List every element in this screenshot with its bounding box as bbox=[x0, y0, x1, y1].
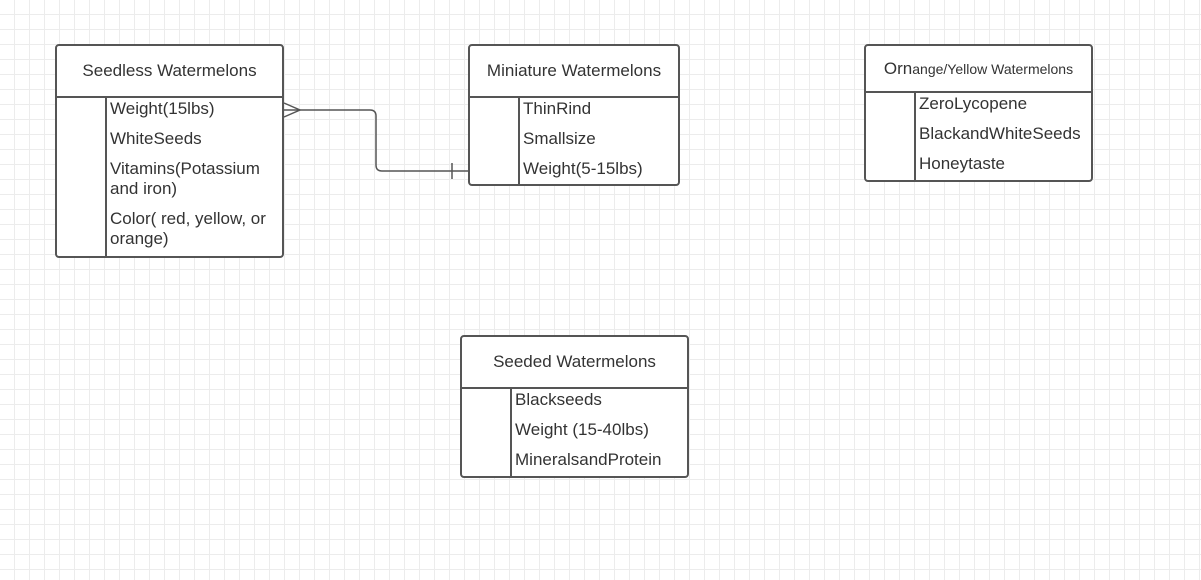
key-column bbox=[57, 98, 107, 256]
entity-title-text-large: Orn bbox=[883, 58, 913, 78]
entity-miniature-watermelons[interactable]: Miniature Watermelons ThinRind Smallsize… bbox=[468, 44, 680, 186]
crows-foot-many-icon bbox=[283, 102, 302, 118]
entity-title-text: Miniature Watermelons bbox=[486, 61, 662, 80]
entity-title: Seeded Watermelons bbox=[462, 337, 687, 389]
attribute: Weight (15-40lbs) bbox=[515, 420, 649, 439]
attribute: MineralsandProtein bbox=[515, 450, 662, 469]
key-column bbox=[462, 389, 512, 476]
attribute: WhiteSeeds bbox=[110, 129, 202, 148]
attribute-list: Blackseeds Weight (15-40lbs) Mineralsand… bbox=[512, 389, 687, 476]
entity-title-text: Ornange/Yellow Watermelons bbox=[884, 59, 1073, 79]
attribute: Blackseeds bbox=[515, 390, 602, 409]
attribute: ZeroLycopene bbox=[919, 94, 1028, 113]
entity-orange-yellow-watermelons[interactable]: Ornange/Yellow Watermelons ZeroLycopene … bbox=[864, 44, 1093, 182]
entity-title: Ornange/Yellow Watermelons bbox=[866, 46, 1091, 93]
attribute: ThinRind bbox=[523, 99, 592, 118]
key-column bbox=[470, 98, 520, 184]
attribute: Weight(5-15lbs) bbox=[523, 159, 643, 178]
attribute-list: Weight(15lbs) WhiteSeeds Vitamins(Potass… bbox=[107, 98, 282, 256]
entity-title-text: Seedless Watermelons bbox=[82, 61, 257, 80]
entity-title: Seedless Watermelons bbox=[57, 46, 282, 98]
entity-title-text-small: ange/Yellow Watermelons bbox=[912, 60, 1074, 77]
attribute: BlackandWhiteSeeds bbox=[919, 124, 1081, 143]
attribute: Color( red, yellow, or orange) bbox=[110, 209, 266, 248]
attribute: Honeytaste bbox=[919, 154, 1005, 173]
attribute: Weight(15lbs) bbox=[110, 99, 215, 118]
attribute-list: ZeroLycopene BlackandWhiteSeeds Honeytas… bbox=[916, 93, 1091, 180]
entity-seedless-watermelons[interactable]: Seedless Watermelons Weight(15lbs) White… bbox=[55, 44, 284, 258]
connector-line bbox=[284, 109, 468, 172]
entity-seeded-watermelons[interactable]: Seeded Watermelons Blackseeds Weight (15… bbox=[460, 335, 689, 478]
key-column bbox=[866, 93, 916, 180]
attribute: Smallsize bbox=[523, 129, 596, 148]
entity-title-text: Seeded Watermelons bbox=[493, 352, 656, 371]
attribute: Vitamins(Potassium and iron) bbox=[110, 159, 260, 198]
attribute-list: ThinRind Smallsize Weight(5-15lbs) bbox=[520, 98, 678, 184]
entity-title: Miniature Watermelons bbox=[470, 46, 678, 98]
